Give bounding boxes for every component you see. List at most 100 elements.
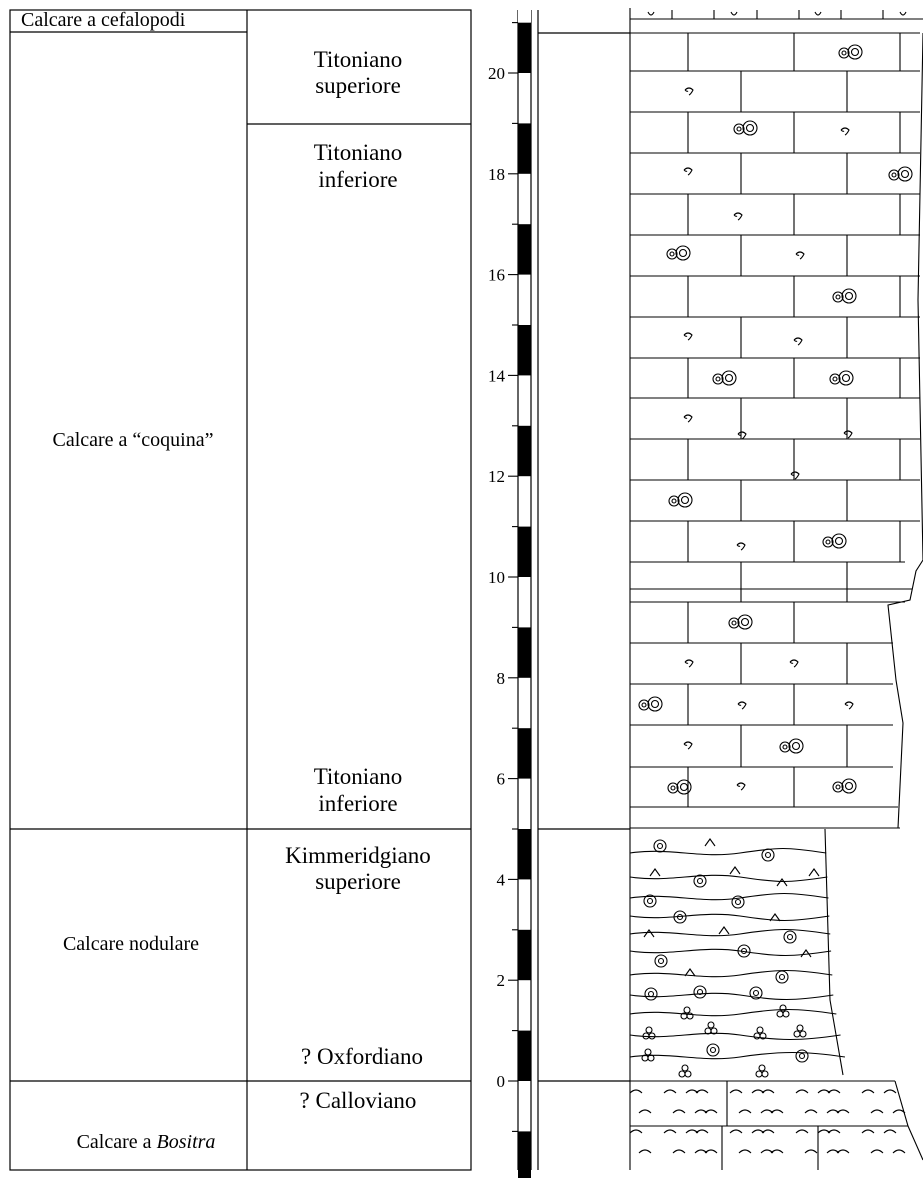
caret-symbol-icon [800,949,812,958]
bositra-shell-icon [695,1129,709,1134]
caret-symbol-icon [684,968,696,977]
bositra-shell-icon [861,1089,875,1094]
ammonite-icon [847,44,863,60]
ammonite-icon [841,288,857,304]
scale-tick-label: 2 [497,971,506,990]
scale-tick-label: 8 [497,669,506,688]
bositra-shell-icon [761,1129,775,1134]
ammonite-icon-whorl [900,169,910,179]
bositra-shell-icon [704,1149,718,1154]
scale-tick-label: 6 [497,770,506,789]
ammonite-icon [733,123,745,135]
bositra-shell-icon [804,1149,818,1154]
shell-fragment-icon [844,701,854,710]
coquina-weathered-right-edge [887,32,923,829]
nodule-grain-icon [645,1026,653,1034]
nodule-grain-icon [684,1070,692,1078]
bositra-shell-icon [672,1149,686,1154]
ammonite-icon [668,495,680,507]
nodule-ammonite-icon-whorl [646,897,654,905]
shell-fragment-icon [733,212,743,221]
bositra-limestone [629,1080,923,1170]
bositra-shell-icon [638,1149,652,1154]
nodule-grain-icon [796,1024,804,1032]
nodule-ammonite-icon [706,1043,720,1057]
ammonite-icon [838,370,854,386]
nodule-ammonite-icon-whorl [752,989,760,997]
ammonite-icon-whorl [891,172,897,178]
caret-symbol-icon [704,838,716,847]
nodule-ammonite-icon-whorl [764,851,772,859]
nodular-waves [629,847,846,1060]
bositra-shell-icon [892,1109,906,1114]
bositra-shell-icon [629,1129,643,1134]
nodule-grain-icon [753,1032,761,1040]
nodule-ammonite-icon [737,944,751,958]
scale-block [518,728,531,779]
stage-titoniano-inferiore-top-line1: Titoniano [314,140,403,165]
nodule-grain-icon [647,1054,655,1062]
formation-label-bositra-italic: Bositra [157,1131,216,1153]
nodule-ammonite-icon [795,1049,809,1063]
caret-symbol-icon [808,868,820,877]
cefalopodi-cap [630,10,923,20]
cap-ticks [671,10,884,19]
shell-fragment-icon [736,782,746,791]
scale-block [518,425,531,477]
ammonite-icon-whorl [850,47,860,57]
stage-titoniano-superiore-line1: Titoniano [314,47,403,72]
table-grid [9,9,472,1171]
bositra-shell-icon [827,1089,841,1094]
shell-fragment-icon [683,332,693,341]
nodule-ammonite-icon [653,839,667,853]
bositra-shell-icon [836,1109,850,1114]
nodule-wave [629,1051,846,1060]
ammonite-icon-whorl [670,785,676,791]
shell-fragment-icon [793,337,803,346]
shell-fragment-icon [790,471,800,480]
ammonite-icon [712,373,724,385]
caret-symbol-icon [729,866,741,875]
ammonite-icon [666,248,678,260]
bositra-shell-icon [795,1129,809,1134]
nodule-ammonite-icon-whorl [676,913,684,921]
nodule-ammonite-icon [673,910,687,924]
nodule-grain-icon [756,1026,764,1034]
nodule-grain-icon [681,1064,689,1072]
nodule-grain-icon [782,1010,790,1018]
shell-fragment-icon [737,431,747,440]
stage-oxfordiano: ? Oxfordiano [301,1044,423,1069]
nodule-wave [629,1008,837,1017]
nodule-grain-icon [707,1021,715,1029]
nodule-wave [629,928,831,937]
ammonite-icon-whorl [724,373,734,383]
caret-symbol-icon [718,926,730,935]
ammonite-icon-whorl [832,376,838,382]
nodule-grain-icon [799,1030,807,1038]
nodule-wave [629,1032,841,1041]
ammonite-icon-whorl [715,376,721,382]
nodule-grain-icon [761,1070,769,1078]
scale-tick-label: 10 [488,568,505,587]
ammonite-icon [676,779,692,795]
ammonite-icon [829,373,841,385]
bositra-shell-icon [695,1089,709,1094]
nodular-symbols [641,838,820,1078]
nodule-ammonite-icon [693,985,707,999]
ammonite-icon-whorl [844,291,854,301]
scale-block [518,1030,531,1081]
shell-fragment-icon [684,87,694,96]
scale-block [518,627,531,678]
scale-tick-label: 14 [488,366,506,385]
ammonite-icon [897,166,913,182]
ammonite-icon [841,778,857,794]
ammonite-icon [638,699,650,711]
scale-ticks [508,22,518,1132]
shell-fragment-icon [683,741,693,750]
stage-kimmeridgiano-superiore-line1: Kimmeridgiano [285,843,431,868]
ammonite-icon [728,617,740,629]
ammonite-icon [742,120,758,136]
nodule-ammonite-icon [783,930,797,944]
nodule-wave [629,892,829,901]
